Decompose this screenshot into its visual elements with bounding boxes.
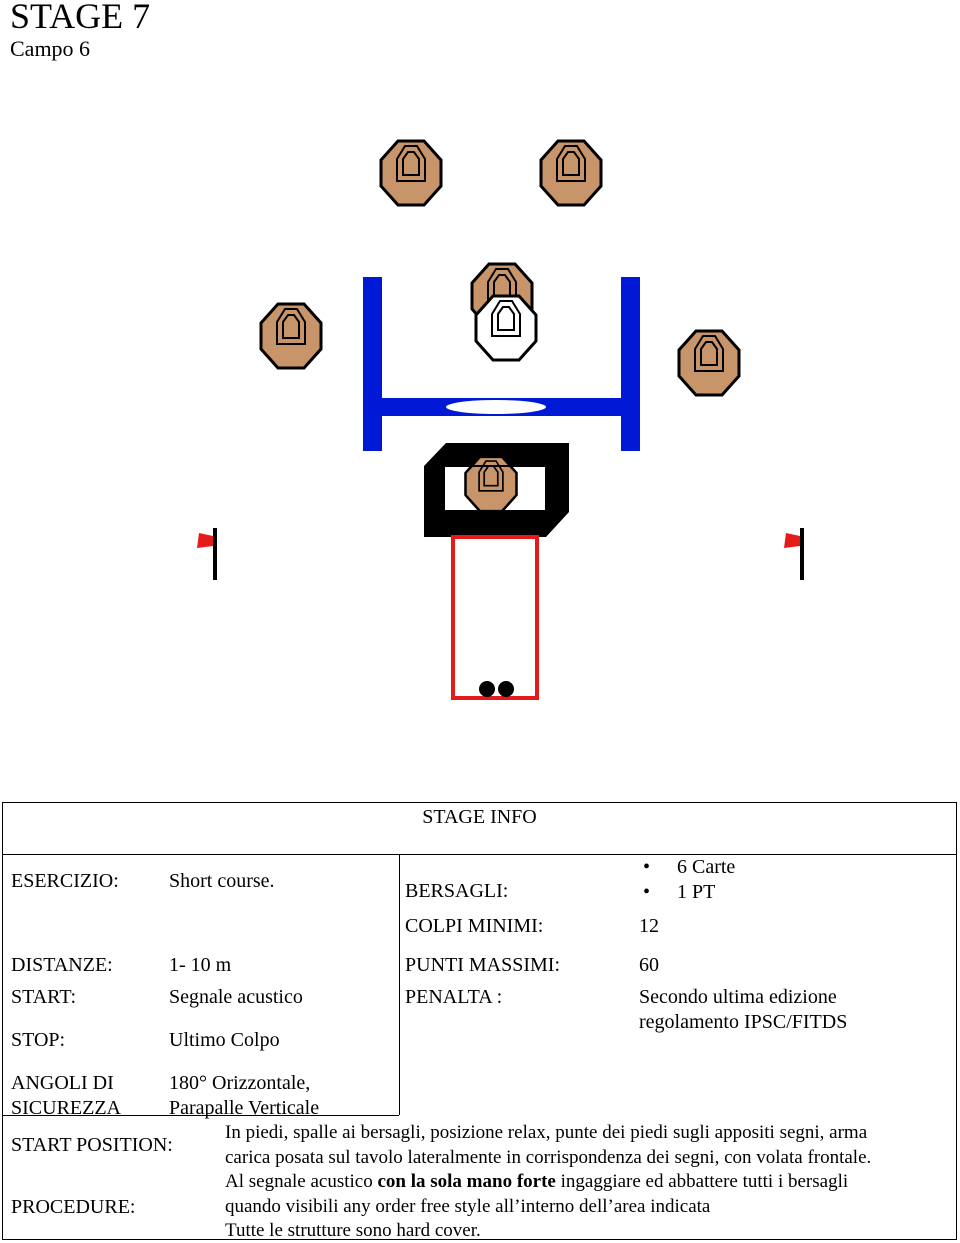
- esercizio-label: ESERCIZIO:: [11, 870, 119, 892]
- paper-target-icon: [539, 139, 603, 207]
- list-item: 1 PT: [643, 880, 735, 905]
- flag-icon: [197, 528, 217, 580]
- barricade-right-post: [621, 277, 640, 451]
- distanze-label: DISTANZE:: [11, 954, 113, 976]
- penalta-label: PENALTA :: [405, 986, 503, 1008]
- start-position-label: START POSITION:: [11, 1134, 173, 1156]
- procedure-text-pre: Al segnale acustico: [225, 1171, 378, 1192]
- penalta-value: regolamento IPSC/FITDS: [639, 1011, 848, 1033]
- angoli-label: ANGOLI DI: [11, 1072, 114, 1094]
- barricade-window: [446, 400, 546, 414]
- stage-diagram: [197, 139, 804, 700]
- divider: [399, 854, 400, 1115]
- paper-target-icon: [464, 455, 518, 513]
- divider: [3, 854, 956, 855]
- stage-header: STAGE 7 Campo 6: [10, 0, 150, 62]
- bersagli-list: 6 Carte 1 PT: [643, 855, 735, 905]
- distanze-value: 1- 10 m: [169, 954, 232, 976]
- angoli-value: 180° Orizzontale,: [169, 1072, 311, 1094]
- paper-target-icon: [379, 139, 443, 207]
- flag-icon: [784, 528, 804, 580]
- esercizio-value: Short course.: [169, 870, 275, 892]
- procedure-text: quando visibili any order free style all…: [225, 1196, 711, 1217]
- procedure-text: Al segnale acustico con la sola mano for…: [225, 1170, 848, 1194]
- angoli-value: Parapalle Verticale: [169, 1097, 320, 1119]
- stop-value: Ultimo Colpo: [169, 1029, 280, 1051]
- shooting-area: [451, 535, 539, 700]
- procedure-text-bold: con la sola mano forte: [377, 1171, 556, 1192]
- start-position-text: In piedi, spalle ai bersagli, posizione …: [225, 1122, 868, 1143]
- paper-target-icon: [677, 329, 741, 397]
- stage-info-table: STAGE INFO ESERCIZIO: Short course. BERS…: [2, 802, 957, 1241]
- penalta-value: Secondo ultima edizione: [639, 986, 837, 1008]
- list-item: 6 Carte: [643, 855, 735, 880]
- punti-label: PUNTI MASSIMI:: [405, 954, 561, 976]
- colpi-value: 12: [639, 915, 659, 937]
- stop-label: STOP:: [11, 1029, 66, 1051]
- no-shoot-target-icon: [474, 294, 538, 362]
- bersagli-label: BERSAGLI:: [405, 880, 509, 902]
- angoli-label: SICUREZZA: [11, 1097, 121, 1119]
- colpi-label: COLPI MINIMI:: [405, 915, 544, 937]
- divider: [3, 1115, 399, 1116]
- barricade-left-post: [363, 277, 382, 451]
- page-title: STAGE 7: [10, 0, 151, 36]
- procedure-label: PROCEDURE:: [11, 1196, 136, 1218]
- start-mark-icon: [479, 681, 495, 697]
- paper-target-icon: [259, 302, 323, 370]
- punti-value: 60: [639, 954, 659, 976]
- start-position-text: carica posata sul tavolo lateralmente in…: [225, 1147, 872, 1168]
- start-value: Segnale acustico: [169, 986, 303, 1008]
- page-subtitle: Campo 6: [10, 36, 91, 61]
- procedure-text: Tutte le strutture sono hard cover.: [225, 1220, 481, 1241]
- stage-info-heading: STAGE INFO: [422, 806, 537, 828]
- start-mark-icon: [498, 681, 514, 697]
- start-label: START:: [11, 986, 77, 1008]
- procedure-text-post: ingaggiare ed abbattere tutti i bersagli: [555, 1171, 849, 1192]
